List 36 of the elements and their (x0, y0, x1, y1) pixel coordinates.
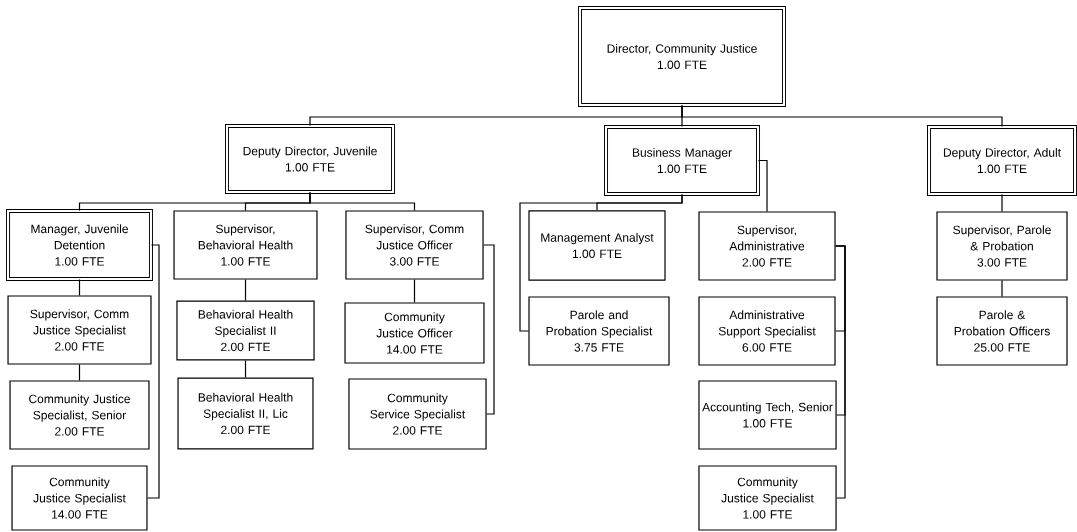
connector-line (413, 279, 416, 303)
position-box: Business Manager 1.00 FTE (604, 125, 760, 196)
position-box: Parole and Probation Specialist 3.75 FTE (528, 296, 670, 366)
position-box: Supervisor, Comm Justice Officer 3.00 FTE (345, 210, 484, 280)
position-box: Supervisor, Comm Justice Specialist 2.00 FTE (7, 295, 152, 365)
position-box: Manager, Juvenile Detention 1.00 FTE (6, 209, 153, 281)
position-box: Administrative Support Specialist 6.00 FTE (698, 296, 836, 366)
connector-line (244, 279, 247, 302)
position-box: Community Service Specialist 2.00 FTE (348, 378, 487, 450)
connector-line (1001, 280, 1003, 297)
connector-line (78, 364, 81, 381)
position-box: Director, Community Justice 1.00 FTE (578, 5, 786, 108)
connector-line (519, 193, 683, 332)
position-box: Management Analyst 1.00 FTE (528, 210, 666, 281)
position-box: Community Justice Specialist 1.00 FTE (698, 465, 837, 531)
position-box: Community Justice Specialist 14.00 FTE (11, 465, 148, 531)
position-box: Supervisor, Behavioral Health 1.00 FTE (173, 210, 318, 280)
connector-line (1001, 193, 1003, 212)
position-box: Behavioral Health Specialist II, Lic 2.00 FTE (177, 377, 314, 450)
connector-line (757, 159, 768, 212)
position-box: Parole & Probation Officers 25.00 FTE (936, 296, 1068, 366)
position-box: Behavioral Health Specialist II 2.00 FTE (176, 300, 315, 361)
connector-line (835, 245, 846, 499)
position-box: Community Justice Officer 14.00 FTE (344, 302, 485, 364)
connector-line (146, 244, 160, 499)
position-box: Accounting Tech, Senior 1.00 FTE (698, 380, 837, 450)
connector-line (309, 191, 416, 211)
position-box: Supervisor, Parole & Probation 3.00 FTE (936, 211, 1068, 281)
connector-line (78, 278, 81, 296)
position-box: Deputy Director, Adult 1.00 FTE (927, 125, 1077, 196)
position-box: Supervisor, Administrative 2.00 FTE (698, 211, 836, 281)
connector-line (483, 244, 495, 415)
connector-line (681, 104, 1003, 128)
position-box: Community Justice Specialist, Senior 2.00 FTE (9, 380, 150, 450)
position-box: Deputy Director, Juvenile 1.00 FTE (225, 124, 395, 194)
connector-line (244, 359, 247, 379)
